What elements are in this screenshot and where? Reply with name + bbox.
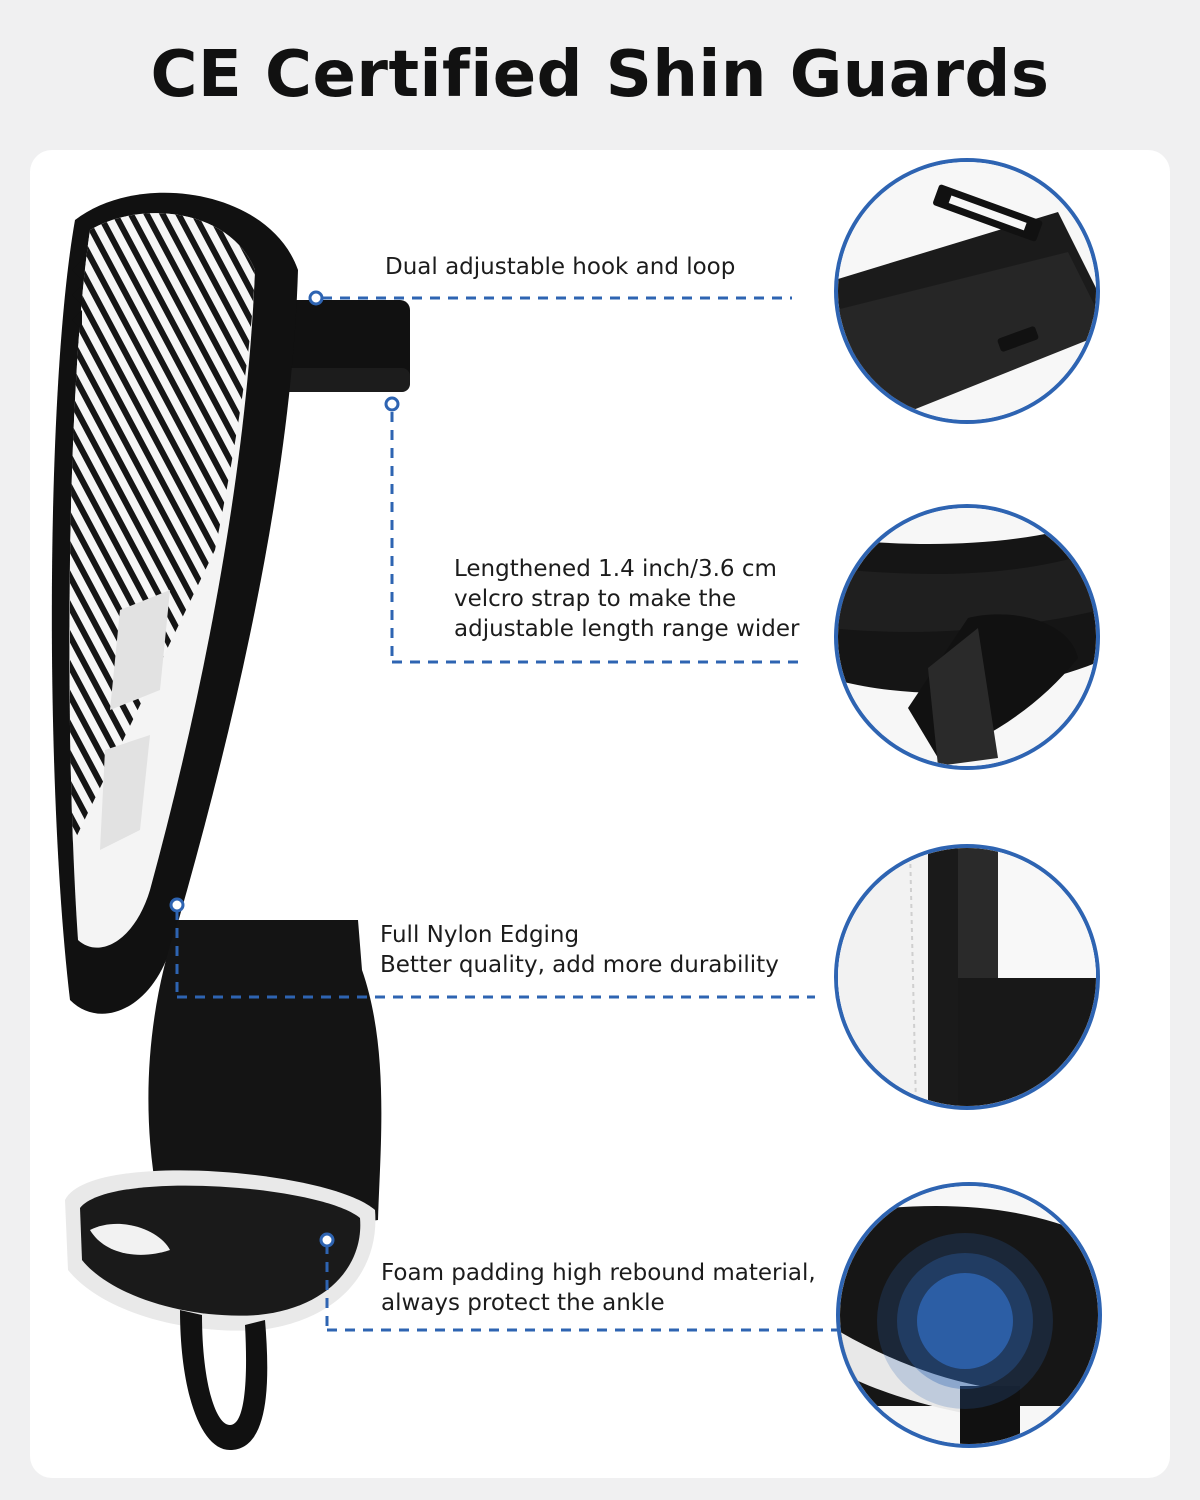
zoom-velcro-strap xyxy=(834,504,1100,770)
foot-strap xyxy=(180,1310,268,1450)
nylon-edging-icon xyxy=(838,848,1096,1106)
feature-text-nylon-edging: Full Nylon Edging Better quality, add mo… xyxy=(380,922,779,978)
page-title: CE Certified Shin Guards xyxy=(150,38,1050,112)
ankle-foam-icon xyxy=(840,1186,1098,1444)
zoom-foam-padding xyxy=(836,1182,1102,1448)
feature-text-foam-padding: Foam padding high rebound material, alwa… xyxy=(381,1260,816,1316)
feature-text-hook-loop: Dual adjustable hook and loop xyxy=(385,254,736,280)
ankle-sleeve xyxy=(148,920,382,1250)
strap-buckle-icon xyxy=(838,162,1096,420)
shin-guard-illustration xyxy=(51,192,840,1450)
callout-lines xyxy=(175,296,840,1332)
zoom-hook-loop xyxy=(834,158,1100,424)
product-card: Dual adjustable hook and loop Lengthened… xyxy=(30,150,1170,1478)
feature-text-velcro-strap: Lengthened 1.4 inch/3.6 cm velcro strap … xyxy=(454,556,800,642)
callout-anchor-dots xyxy=(169,290,400,1248)
zoom-nylon-edging xyxy=(834,844,1100,1110)
velcro-strap-icon xyxy=(838,508,1096,766)
